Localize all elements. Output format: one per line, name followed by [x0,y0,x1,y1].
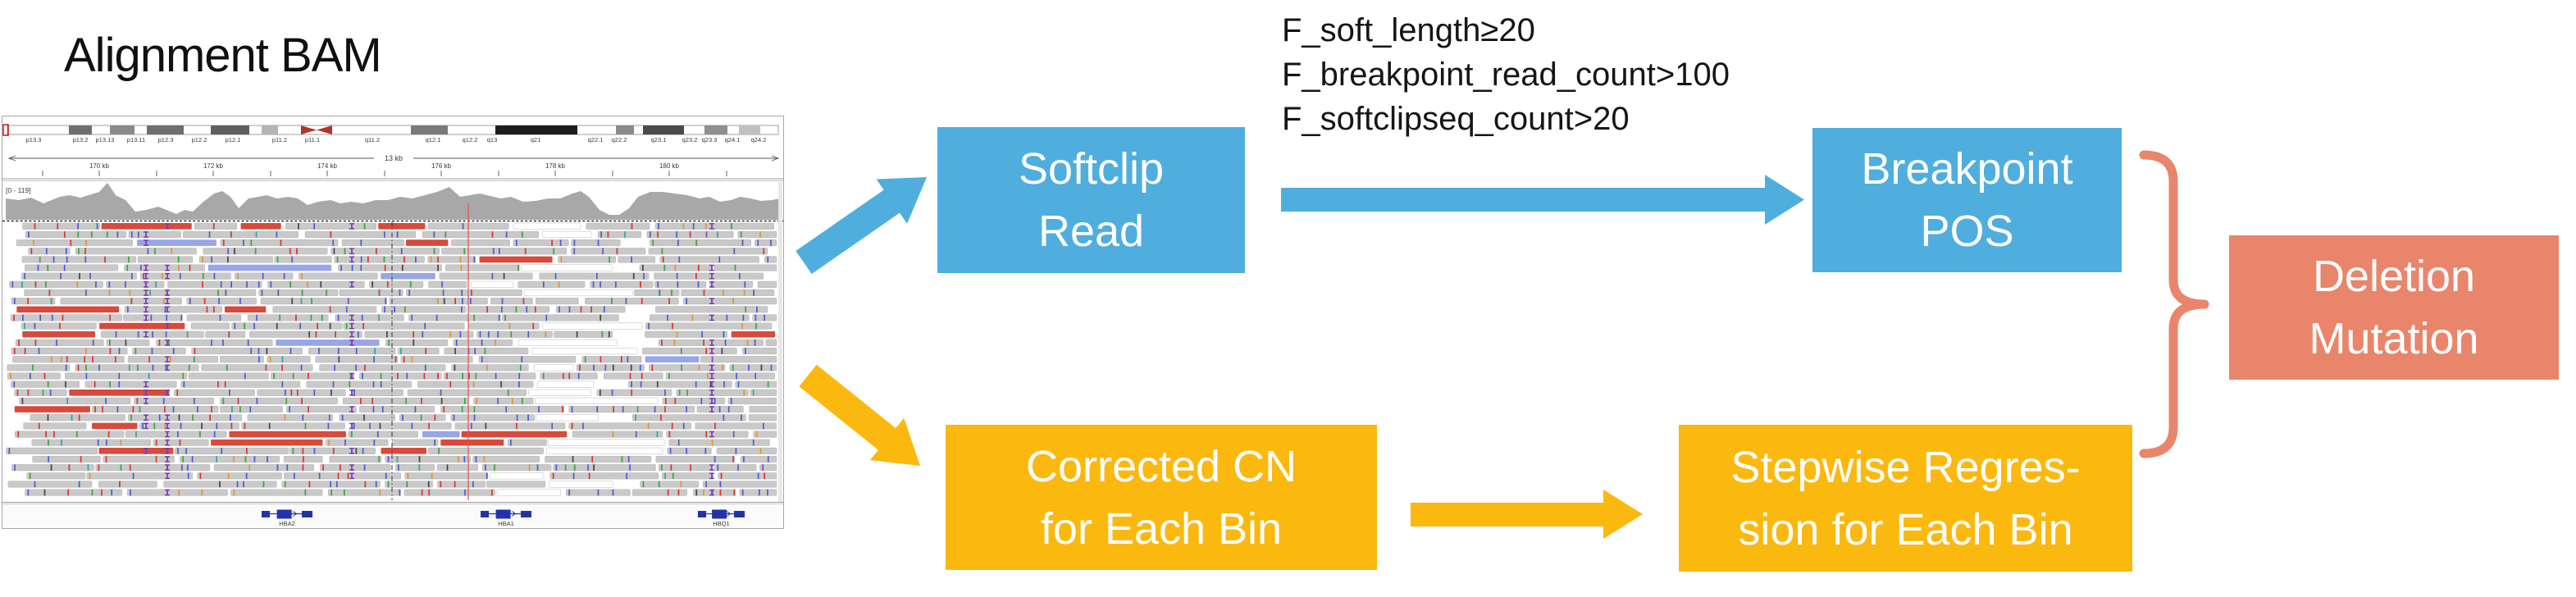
svg-text:q22.2: q22.2 [612,136,627,144]
svg-text:q24.1: q24.1 [725,136,741,144]
brace-merge [2139,150,2209,458]
svg-text:p11.2: p11.2 [272,136,287,144]
svg-text:HBA1: HBA1 [498,520,514,527]
svg-text:174 kb: 174 kb [317,162,338,170]
svg-text:p12.1: p12.1 [226,136,241,144]
arrow-softclip-to-breakpoint [1281,175,1804,225]
flow-node-label: Breakpoint POS [1861,144,2073,256]
svg-text:q11.2: q11.2 [365,136,380,144]
flow-node-corrected-cn: Corrected CN for Each Bin [946,425,1377,570]
filter-condition-soft-length: F_soft_length≥20 [1282,12,1535,48]
svg-text:170 kb: 170 kb [89,162,110,170]
svg-text:p13.2: p13.2 [73,136,89,144]
arrow-bam-to-corrected [799,364,920,466]
arrow-bam-to-softclip [796,177,927,274]
flow-node-label: Deletion Mutation [2309,252,2479,363]
flow-node-deletion-mutation: Deletion Mutation [2229,235,2559,380]
svg-text:p13.11: p13.11 [127,136,145,144]
flow-node-stepwise-regression: Stepwise Regres- sion for Each Bin [1679,425,2132,572]
svg-text:p12.2: p12.2 [192,136,207,144]
svg-text:[0 - 119]: [0 - 119] [6,186,31,194]
filter-condition-softclipseq-count: F_softclipseq_count>20 [1282,101,1630,137]
svg-text:p13.13: p13.13 [96,136,115,144]
flow-node-breakpoint-pos: Breakpoint POS [1812,128,2122,272]
svg-text:172 kb: 172 kb [203,162,224,170]
flow-node-label: Stepwise Regres- sion for Each Bin [1730,442,2081,554]
diagram-title: Alignment BAM [64,29,382,82]
svg-text:HBQ1: HBQ1 [713,520,729,527]
filter-condition-breakpoint-read-count: F_breakpoint_read_count>100 [1282,57,1730,93]
igv-alignment-screenshot: p13.3 p13.2 p13.13 p13.11 p12.3 p12.2 p12.1 p11… [2,116,784,529]
flow-node-label: Corrected CN for Each Bin [1025,441,1297,554]
svg-text:q24.2: q24.2 [751,136,767,144]
flow-node-label: Softclip Read [1018,144,1165,256]
svg-text:180 kb: 180 kb [659,162,680,170]
svg-text:p13.3: p13.3 [26,136,42,144]
svg-text:p12.3: p12.3 [158,136,174,144]
svg-text:13 kb: 13 kb [385,154,403,162]
svg-text:q22.1: q22.1 [588,136,604,144]
svg-text:q12.1: q12.1 [426,136,441,144]
svg-text:q13: q13 [487,136,498,144]
svg-text:q12.2: q12.2 [463,136,478,144]
svg-text:q21: q21 [531,136,541,144]
svg-text:HBA2: HBA2 [279,520,295,527]
svg-text:178 kb: 178 kb [545,162,566,170]
filter-conditions: F_soft_length≥20 F_breakpoint_read_count… [1282,8,1730,141]
arrow-corrected-to-stepwise [1411,490,1643,539]
svg-text:176 kb: 176 kb [431,162,452,170]
svg-text:p11.1: p11.1 [305,136,320,144]
svg-text:q23.2: q23.2 [682,136,698,144]
svg-text:q23.1: q23.1 [651,136,667,144]
flow-node-softclip-read: Softclip Read [937,127,1245,273]
svg-text:q23.3: q23.3 [702,136,718,144]
